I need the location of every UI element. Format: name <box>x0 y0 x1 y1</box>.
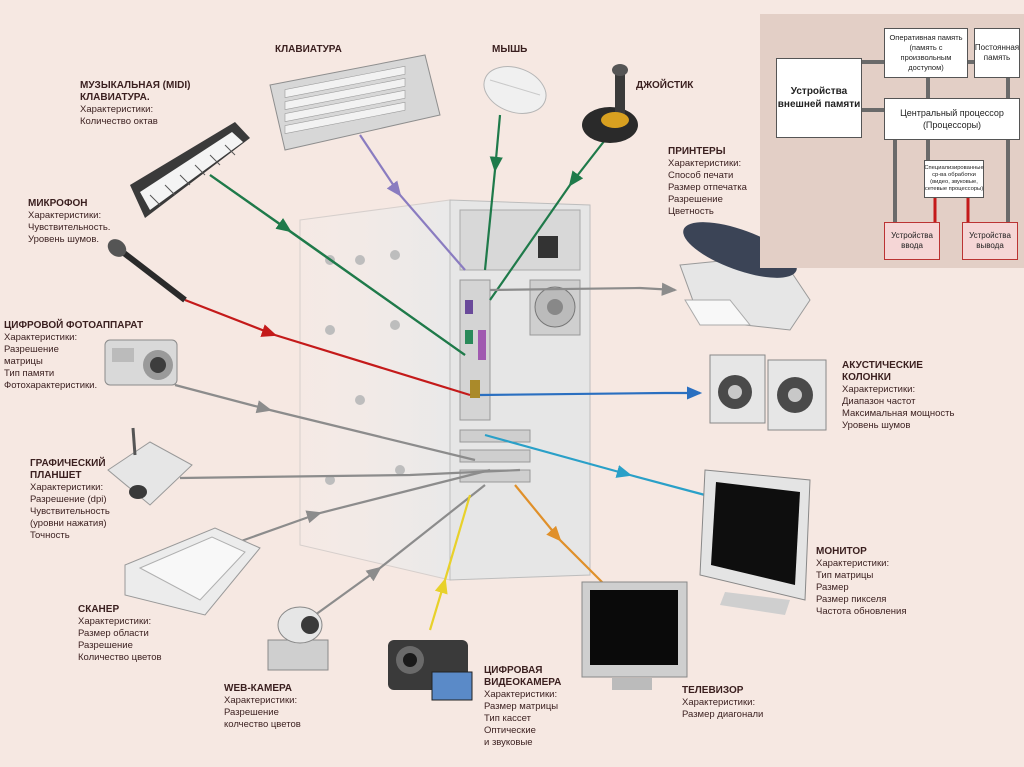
keyboard-icon <box>269 54 441 151</box>
rom-box: Постоянная память <box>974 28 1020 78</box>
connection-lines <box>174 114 706 631</box>
mouse-title: МЫШЬ <box>492 44 528 55</box>
midi-keyboard-line: Характеристики: <box>80 104 154 115</box>
videocamera-line: Тип кассет <box>484 713 531 724</box>
graphics-tablet-icon <box>107 427 193 506</box>
scanner-line: Характеристики: <box>78 616 152 627</box>
cpu-box: Центральный процессор (Процессоры) <box>884 98 1020 140</box>
keyboard-label: КЛАВИАТУРА <box>275 44 342 56</box>
printers-line: Характеристики: <box>668 158 742 169</box>
videocamera-icon <box>388 640 473 701</box>
webcam-line: Разрешение <box>224 707 279 718</box>
scanner-title: СКАНЕР <box>78 604 120 615</box>
mouse-label: МЫШЬ <box>492 44 527 56</box>
midi-keyboard-title: МУЗЫКАЛЬНАЯ (MIDI) <box>80 80 191 91</box>
photo-camera-label: ЦИФРОВОЙ ФОТОАППАРАТ Характеристики: Раз… <box>4 320 143 392</box>
joystick-title: ДЖОЙСТИК <box>636 80 694 91</box>
printers-label: ПРИНТЕРЫ Характеристики: Способ печати Р… <box>668 146 747 218</box>
graphics-tablet-line: (уровни нажатия) <box>30 518 107 529</box>
microphone-icon <box>107 239 187 303</box>
scanner-line: Количество цветов <box>78 652 162 663</box>
graphics-tablet-line: Точность <box>30 530 70 541</box>
tv-line: Размер диагонали <box>682 709 764 720</box>
webcam-label: WEB-КАМЕРА Характеристики: Разрешение ко… <box>224 683 301 731</box>
tv-label: ТЕЛЕВИЗОР Характеристики: Размер диагона… <box>682 685 763 721</box>
printers-line: Способ печати <box>668 170 734 181</box>
tv-icon <box>581 581 688 690</box>
webcam-icon <box>267 606 329 671</box>
monitor-line: Размер пикселя <box>816 594 887 605</box>
webcam-line: колчество цветов <box>224 719 301 730</box>
graphics-tablet-line: Характеристики: <box>30 482 104 493</box>
speakers-label: АКУСТИЧЕСКИЕ КОЛОНКИ Характеристики: Диа… <box>842 360 954 432</box>
speakers-line: Диапазон частот <box>842 396 916 407</box>
speakers-title: АКУСТИЧЕСКИЕ <box>842 360 923 371</box>
photo-camera-line: Тип памяти <box>4 368 55 379</box>
photo-camera-title: ЦИФРОВОЙ ФОТОАППАРАТ <box>4 320 144 331</box>
joystick-icon <box>582 64 638 143</box>
webcam-title: WEB-КАМЕРА <box>224 683 292 694</box>
monitor-line: Размер <box>816 582 849 593</box>
midi-keyboard-icon <box>130 122 250 218</box>
monitor-label: МОНИТОР Характеристики: Тип матрицы Разм… <box>816 546 906 618</box>
scanner-icon <box>124 527 261 616</box>
monitor-line: Тип матрицы <box>816 570 874 581</box>
input-devices-box: Устройства ввода <box>884 222 940 260</box>
graphics-tablet-title2: ПЛАНШЕТ <box>30 470 82 481</box>
scanner-label: СКАНЕР Характеристики: Размер области Ра… <box>78 604 162 664</box>
photo-camera-line: Характеристики: <box>4 332 78 343</box>
speakers-line: Максимальная мощность <box>842 408 955 419</box>
microphone-title: МИКРОФОН <box>28 198 88 209</box>
monitor-line: Частота обновления <box>816 606 907 617</box>
midi-keyboard-line: Количество октав <box>80 116 158 127</box>
graphics-tablet-label: ГРАФИЧЕСКИЙ ПЛАНШЕТ Характеристики: Разр… <box>30 458 110 542</box>
graphics-tablet-line: Чувствительность <box>30 506 110 517</box>
photo-camera-line: Фотохарактеристики. <box>4 380 98 391</box>
videocamera-title: ЦИФРОВАЯ <box>484 665 543 676</box>
webcam-line: Характеристики: <box>224 695 298 706</box>
graphics-tablet-title: ГРАФИЧЕСКИЙ <box>30 458 106 469</box>
videocamera-title2: ВИДЕОКАМЕРА <box>484 677 562 688</box>
printers-title: ПРИНТЕРЫ <box>668 146 726 157</box>
printers-line: Разрешение <box>668 194 723 205</box>
scanner-line: Размер области <box>78 628 149 639</box>
speakers-icon <box>709 354 827 431</box>
microphone-label: МИКРОФОН Характеристики: Чувствительност… <box>28 198 110 246</box>
scanner-line: Разрешение <box>78 640 133 651</box>
special-processors-box: Специализированные ср-ва обработки (виде… <box>924 160 984 198</box>
speakers-title2: КОЛОНКИ <box>842 372 891 383</box>
videocamera-line: Оптические <box>484 725 536 736</box>
photo-camera-line: Разрешение <box>4 344 59 355</box>
monitor-icon <box>699 469 811 615</box>
photo-camera-icon <box>104 339 178 386</box>
printers-line: Цветность <box>668 206 714 217</box>
microphone-line: Уровень шумов. <box>28 234 99 245</box>
joystick-label: ДЖОЙСТИК <box>636 80 693 92</box>
videocamera-line: и звуковые <box>484 737 533 748</box>
videocamera-label: ЦИФРОВАЯ ВИДЕОКАМЕРА Характеристики: Раз… <box>484 665 561 749</box>
videocamera-line: Размер матрицы <box>484 701 559 712</box>
tv-line: Характеристики: <box>682 697 756 708</box>
speakers-line: Уровень шумов <box>842 420 911 431</box>
mouse-icon <box>483 66 547 114</box>
printers-line: Размер отпечатка <box>668 182 747 193</box>
videocamera-line: Характеристики: <box>484 689 558 700</box>
midi-keyboard-label: МУЗЫКАЛЬНАЯ (MIDI) КЛАВИАТУРА. Характери… <box>80 80 190 128</box>
tv-title: ТЕЛЕВИЗОР <box>682 685 744 696</box>
monitor-title: МОНИТОР <box>816 546 867 557</box>
photo-camera-line: матрицы <box>4 356 43 367</box>
output-devices-box: Устройства вывода <box>962 222 1018 260</box>
external-memory-box: Устройства внешней памяти <box>776 58 862 138</box>
graphics-tablet-line: Разрешение (dpi) <box>30 494 107 505</box>
ram-box: Оперативная память (память с произвольны… <box>884 28 968 78</box>
microphone-line: Характеристики: <box>28 210 102 221</box>
microphone-line: Чувствительность. <box>28 222 111 233</box>
midi-keyboard-title2: КЛАВИАТУРА. <box>80 92 150 103</box>
monitor-line: Характеристики: <box>816 558 890 569</box>
speakers-line: Характеристики: <box>842 384 916 395</box>
keyboard-title: КЛАВИАТУРА <box>275 44 342 55</box>
